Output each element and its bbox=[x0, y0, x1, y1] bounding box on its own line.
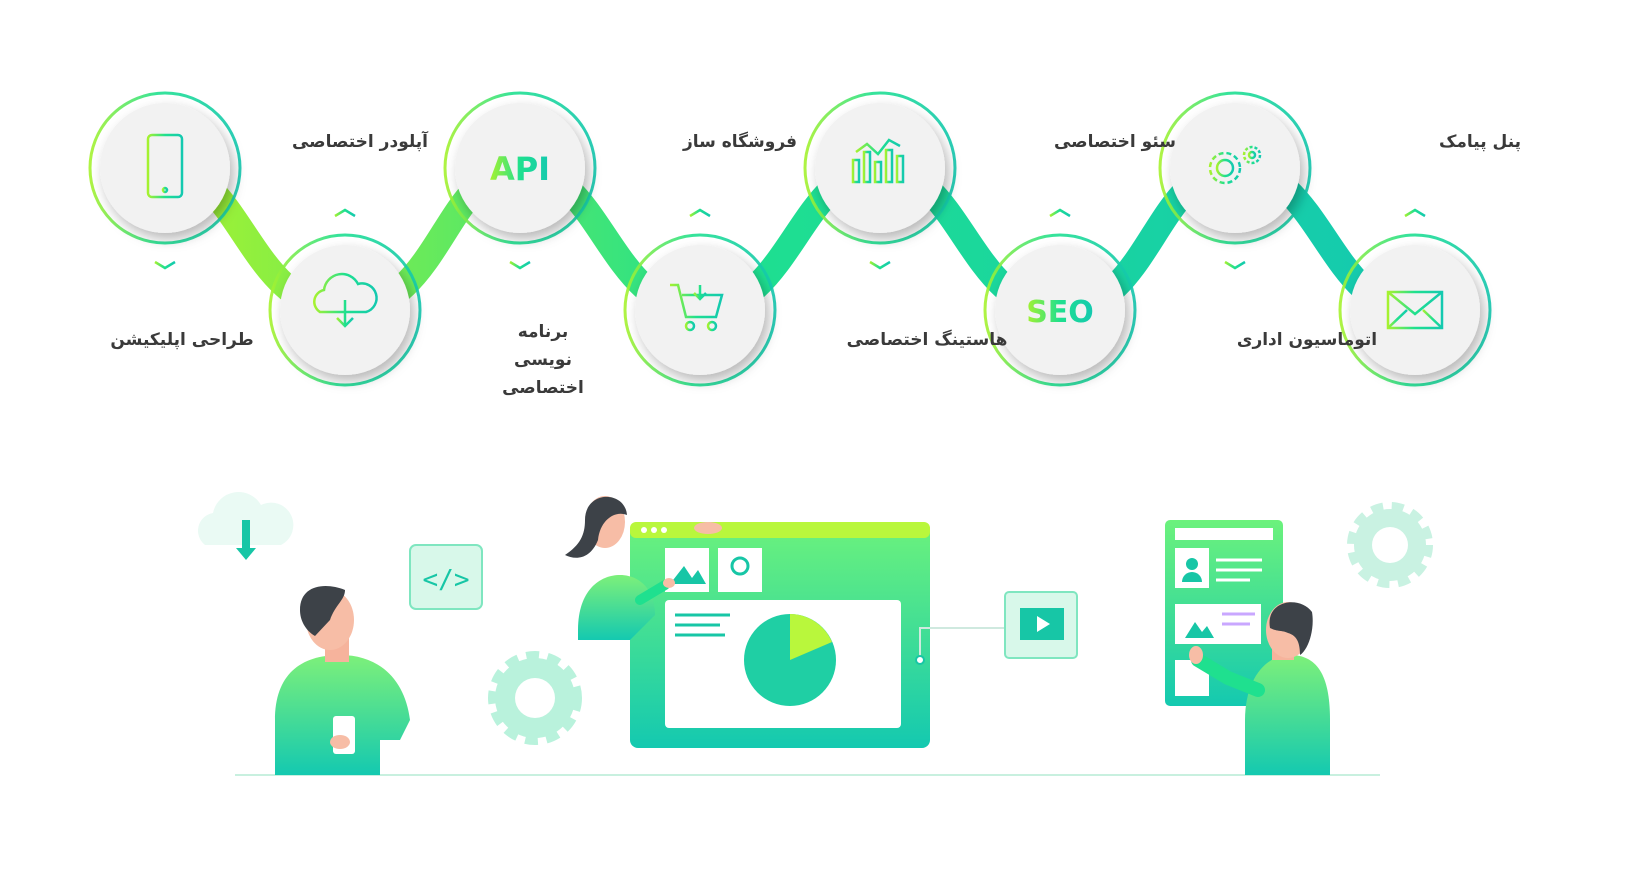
shopping-cart-icon bbox=[670, 283, 724, 332]
step-label-sms-panel: پنل پیامک bbox=[1438, 132, 1522, 152]
chevron-up-icon bbox=[1404, 208, 1426, 218]
api-text-icon: API bbox=[490, 150, 550, 188]
step-label-uploader: آپلودر اختصاصی bbox=[291, 132, 429, 152]
step-label-custom-programming: برنامه نویسی اختصاصی bbox=[502, 322, 584, 398]
person-pointing bbox=[565, 496, 722, 640]
chevron-down-icon bbox=[154, 260, 176, 270]
play-icon bbox=[1004, 591, 1078, 659]
bar-chart-icon bbox=[848, 138, 912, 184]
gears-icon bbox=[1208, 145, 1262, 185]
step-label-hosting: هاستینگ اختصاصی bbox=[846, 330, 1008, 350]
connector-line bbox=[919, 627, 1010, 660]
person-with-phone bbox=[275, 586, 410, 775]
seo-text-icon: SEO bbox=[1026, 295, 1094, 330]
gear-icon-right bbox=[1347, 502, 1433, 588]
chevron-down-icon bbox=[1224, 260, 1246, 270]
step-label-store-builder: فروشگاه ساز bbox=[682, 132, 798, 152]
step-label-seo: سئو اختصاصی bbox=[1053, 132, 1176, 152]
chevron-up-icon bbox=[334, 208, 356, 218]
code-icon: </> bbox=[409, 544, 483, 610]
chevron-up-icon bbox=[689, 208, 711, 218]
envelope-icon bbox=[1386, 290, 1444, 330]
mobile-phone-icon bbox=[146, 133, 184, 199]
outer-rings bbox=[88, 91, 1492, 387]
chevron-down-icon bbox=[869, 260, 891, 270]
person-touching-screen bbox=[1189, 602, 1330, 775]
chevron-up-icon bbox=[1049, 208, 1071, 218]
svg-text:</>: </> bbox=[423, 565, 470, 595]
monitor-illustration bbox=[630, 522, 930, 748]
step-label-app-design: طراحی اپلیکیشن bbox=[110, 330, 254, 350]
cloud-download-icon bbox=[313, 272, 378, 328]
gear-icon-left bbox=[488, 651, 582, 745]
chevrons bbox=[154, 208, 1426, 270]
cloud-download-illustration bbox=[197, 492, 294, 560]
chevron-down-icon bbox=[509, 260, 531, 270]
step-label-office-automation: اتوماسیون اداری bbox=[1236, 330, 1378, 350]
